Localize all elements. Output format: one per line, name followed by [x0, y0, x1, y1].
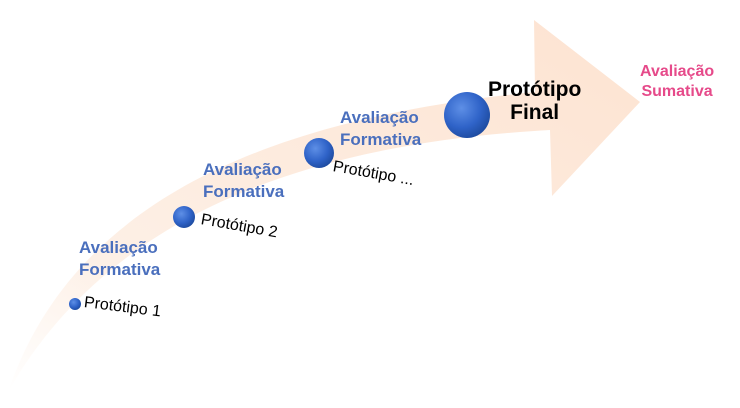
- formative-evaluation-line2: Formativa: [79, 260, 161, 279]
- final-prototype-line2: Final: [510, 101, 560, 124]
- final-prototype-label: Protótipo Final: [488, 78, 581, 124]
- prototype-node-2: [173, 206, 195, 228]
- formative-evaluation-line1: Avaliação: [79, 238, 158, 257]
- formative-evaluation-line1: Avaliação: [340, 108, 419, 127]
- final-prototype-line1: Protótipo: [488, 78, 582, 101]
- progress-arrow: [8, 20, 640, 392]
- prototype-node-3: [304, 138, 334, 168]
- formative-evaluation-line2: Formativa: [203, 182, 285, 201]
- formative-evaluation-line1: Avaliação: [203, 160, 282, 179]
- formative-evaluation-label-1: Avaliação Formativa: [79, 237, 160, 281]
- final-prototype-node: [444, 92, 490, 138]
- summative-evaluation-line2: Sumativa: [641, 83, 713, 100]
- formative-evaluation-label-3: Avaliação Formativa: [340, 107, 421, 151]
- prototype-node-1: [69, 298, 81, 310]
- summative-evaluation-label: Avaliação Sumativa: [640, 62, 714, 102]
- formative-evaluation-label-2: Avaliação Formativa: [203, 159, 284, 203]
- summative-evaluation-line1: Avaliação: [640, 63, 715, 80]
- formative-evaluation-line2: Formativa: [340, 130, 422, 149]
